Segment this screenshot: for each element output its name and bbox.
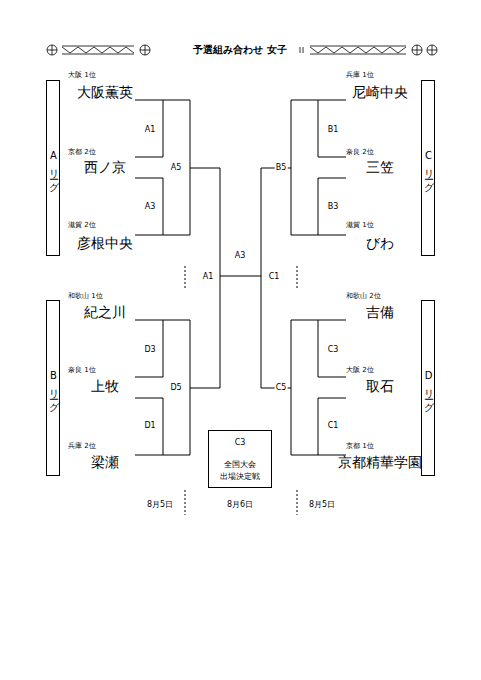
node-heading: C3 (235, 437, 246, 449)
team-name: 三笠 (366, 160, 394, 174)
league-band: Bリーグ (46, 300, 60, 476)
seed-label: 兵庫 1位 (346, 72, 374, 79)
match-code: C1 (268, 272, 281, 282)
match-code: A1 (202, 272, 215, 282)
bracket-line (318, 320, 319, 377)
team-name: 京都精華学園 (338, 455, 422, 469)
team-name: 吉備 (366, 305, 394, 319)
bracket-line (291, 235, 346, 236)
page-title: 予選組み合わせ 女子 (193, 43, 286, 57)
team-name: 尼崎中央 (352, 85, 408, 99)
match-code: A5 (170, 163, 183, 173)
day-separator (297, 490, 298, 515)
bracket-line (318, 100, 319, 157)
match-code: D3 (143, 345, 156, 355)
match-date: 8月5日 (309, 501, 335, 509)
seed-label: 大阪 1位 (68, 72, 96, 79)
league-band: Cリーグ (421, 80, 435, 256)
bracket-line (318, 398, 346, 399)
bracket-line-group (135, 100, 346, 455)
match-code: D1 (143, 421, 156, 431)
bracket-line (135, 235, 190, 236)
team-name: 大阪薫英 (77, 85, 133, 99)
bracket-line (135, 377, 163, 378)
day-separator (185, 266, 186, 288)
match-code: D5 (169, 383, 182, 393)
bracket-line (163, 398, 164, 455)
seed-label: 和歌山 2位 (346, 293, 381, 300)
final-box: C3 全国大会 出場決定戦 (208, 430, 272, 488)
bracket-line (318, 157, 346, 158)
league-band: Aリーグ (46, 80, 60, 256)
bracket-line (163, 178, 164, 235)
node-heading: Cリーグ (423, 150, 433, 187)
bracket-line (135, 157, 163, 158)
bracket-line (163, 100, 164, 157)
bracket-line (190, 168, 220, 169)
team-name: 紀之川 (84, 305, 126, 319)
bracket-line (220, 276, 261, 277)
node-heading: Bリーグ (48, 370, 58, 407)
bracket-line (318, 398, 319, 455)
node-heading: Aリーグ (48, 150, 58, 187)
bracket-line (220, 168, 221, 388)
node-body: 全国大会 出場決定戦 (212, 459, 268, 483)
match-code: A1 (144, 125, 157, 135)
seed-label: 京都 2位 (68, 149, 96, 156)
match-code: C3 (327, 345, 340, 355)
team-name: 梁瀬 (91, 455, 119, 469)
team-name: 取石 (366, 379, 394, 393)
bracket-line (163, 320, 164, 377)
match-date: 8月6日 (227, 501, 253, 509)
bracket-line (261, 168, 262, 388)
bracket-line (318, 178, 319, 235)
match-code: A3 (144, 202, 157, 212)
match-code: B1 (327, 125, 340, 135)
day-separator (185, 490, 186, 515)
league-band: Dリーグ (421, 300, 435, 476)
seed-label: 和歌山 1位 (68, 293, 103, 300)
match-code: B3 (327, 202, 340, 212)
team-name: 西ノ京 (84, 160, 126, 174)
bracket-line (318, 377, 346, 378)
seed-label: 兵庫 2位 (68, 443, 96, 450)
match-code: C1 (327, 421, 340, 431)
match-code: B5 (275, 163, 288, 173)
day-separator-group (185, 266, 297, 515)
team-name: 彦根中央 (77, 236, 133, 250)
match-code: A3 (234, 251, 247, 261)
bracket-line (135, 455, 190, 456)
node-heading: Dリーグ (423, 370, 433, 407)
bracket-line (135, 178, 163, 179)
seed-label: 滋賀 2位 (68, 222, 96, 229)
bracket-line (190, 388, 220, 389)
seed-label: 奈良 2位 (346, 149, 374, 156)
day-separator (297, 266, 298, 288)
seed-label: 京都 1位 (346, 443, 374, 450)
seed-label: 奈良 1位 (68, 367, 96, 374)
seed-label: 滋賀 1位 (346, 222, 374, 229)
match-code: C5 (275, 383, 288, 393)
bracket-line (318, 178, 346, 179)
match-date: 8月5日 (147, 501, 173, 509)
seed-label: 大阪 2位 (346, 367, 374, 374)
bracket-line (135, 398, 163, 399)
team-name: びわ (366, 236, 394, 250)
team-name: 上牧 (91, 379, 119, 393)
bracket-line (291, 455, 346, 456)
